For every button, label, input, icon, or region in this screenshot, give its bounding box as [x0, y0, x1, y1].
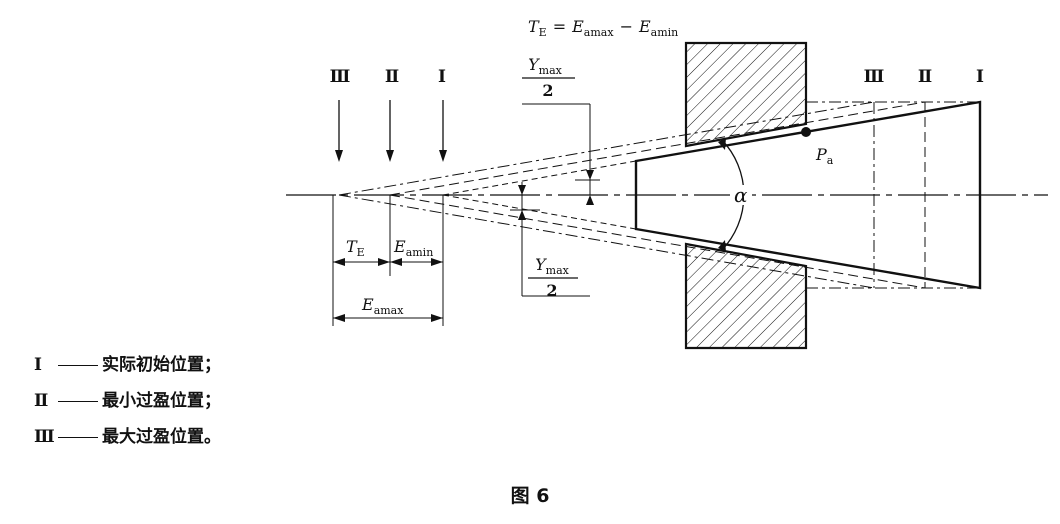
arrow-up-icon [518, 210, 526, 220]
arrow-down-icon [335, 150, 343, 162]
left-position-markers: Ⅲ Ⅱ Ⅰ [330, 67, 447, 162]
ymax-top-annotation: Ymax 2 [522, 55, 600, 205]
svg-text:2: 2 [542, 81, 553, 100]
contact-point-label: Pa [815, 145, 834, 167]
arrow-left-icon [333, 314, 345, 322]
arrow-left-icon [390, 258, 402, 266]
arrow-down-icon [439, 150, 447, 162]
shaft-cone [634, 100, 982, 290]
arrow-down-icon [718, 240, 726, 252]
right-label-ii: Ⅱ [918, 67, 932, 87]
figure-caption: 图 6 [510, 485, 550, 507]
right-label-iii: Ⅲ [864, 67, 885, 87]
right-position-markers: Ⅲ Ⅱ Ⅰ [864, 67, 984, 87]
svg-text:Ymax: Ymax [535, 255, 570, 277]
formula: TE=Eamax−Eamin [528, 17, 678, 39]
left-label-iii: Ⅲ [330, 67, 351, 87]
hub-section [684, 41, 808, 350]
arrow-right-icon [431, 314, 443, 322]
left-label-i: Ⅰ [438, 67, 446, 87]
contact-point-dot [801, 127, 811, 137]
taper-extension-lines [338, 101, 980, 289]
arrow-down-icon [518, 185, 526, 195]
arrow-left-icon [333, 258, 345, 266]
arrow-up-icon [718, 138, 726, 150]
dimension-lines [332, 195, 444, 326]
svg-text:Ymax: Ymax [528, 55, 563, 77]
arrow-right-icon [378, 258, 390, 266]
arrow-down-icon [586, 170, 594, 180]
right-label-i: Ⅰ [976, 67, 984, 87]
arrow-right-icon [431, 258, 443, 266]
arrow-up-icon [586, 195, 594, 205]
ymax-bottom-annotation: Ymax 2 [510, 182, 590, 300]
arrow-down-icon [386, 150, 394, 162]
eamax-label: Eamax [361, 295, 404, 317]
angle-label: α [734, 183, 748, 207]
left-label-ii: Ⅱ [385, 67, 399, 87]
svg-text:2: 2 [546, 281, 557, 300]
te-label: TE [346, 237, 365, 259]
eamin-label: Eamin [393, 237, 433, 259]
